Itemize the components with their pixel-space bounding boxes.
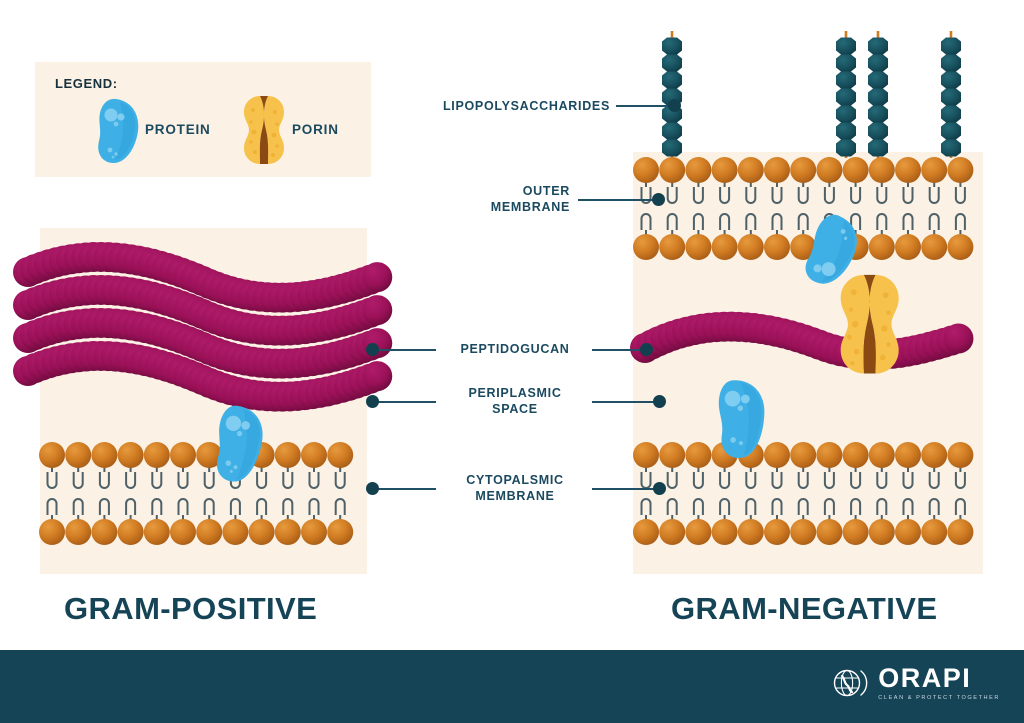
globe-icon — [834, 669, 868, 697]
callout-periplasmic-space: PERIPLASMIC SPACE — [468, 386, 562, 416]
legend-label-porin: PORIN — [292, 122, 339, 137]
lead-dot-cytopalsmic-left — [366, 482, 379, 495]
gram-positive-title: GRAM-POSITIVE — [64, 591, 318, 626]
lead-dot-periplasmic-left — [366, 395, 379, 408]
gram-negative-outer-membrane — [633, 157, 974, 260]
lead-line-periplasmic-left — [378, 401, 436, 403]
gram-negative-protein-outer — [805, 214, 857, 284]
lead-dot-periplasmic-right — [653, 395, 666, 408]
lead-line-peptidogucan-left — [378, 349, 436, 351]
cell-structures-svg — [13, 31, 974, 545]
lead-line-cytopalsmic-left — [378, 488, 436, 490]
lead-line-peptidogucan-right — [592, 349, 650, 351]
gram-negative-title: GRAM-NEGATIVE — [671, 591, 938, 626]
callout-outer-membrane: OUTER MEMBRANE — [490, 184, 570, 214]
gram-negative-porin — [840, 274, 899, 374]
lead-dot-cytopalsmic-right — [653, 482, 666, 495]
gram-positive-peptidoglycan — [13, 241, 393, 412]
lead-line-outer-membrane — [578, 199, 663, 201]
lead-dot-peptidogucan-right — [640, 343, 653, 356]
lead-line-periplasmic-right — [592, 401, 662, 403]
gram-positive-protein — [216, 405, 263, 482]
porin-icon — [244, 96, 284, 164]
gram-negative-cytoplasmic-membrane — [633, 442, 974, 545]
callout-cytopalsmic-membrane: CYTOPALSMIC MEMBRANE — [466, 473, 564, 503]
lead-dot-outer-membrane — [652, 193, 665, 206]
gram-negative-peptidoglycan — [630, 311, 974, 370]
brand-name: ORAPI — [878, 663, 972, 693]
orapi-logo: ORAPI CLEAN & PROTECT TOGETHER — [830, 664, 1000, 702]
legend-box: LEGEND: PROTEIN PORIN — [35, 62, 371, 177]
lead-line-lps — [616, 105, 674, 107]
gram-negative-protein-inner — [718, 380, 765, 458]
callout-peptidogucan: PEPTIDOGUCAN — [460, 342, 570, 356]
legend-title: LEGEND: — [55, 76, 118, 91]
lead-dot-lps — [668, 99, 681, 112]
legend-label-protein: PROTEIN — [145, 122, 211, 137]
lead-line-cytopalsmic-right — [592, 488, 662, 490]
footer-bar: ORAPI CLEAN & PROTECT TOGETHER — [0, 650, 1024, 723]
gram-positive-cytoplasmic-membrane — [39, 442, 354, 545]
lipopolysaccharide-chains — [662, 31, 961, 158]
brand-tagline: CLEAN & PROTECT TOGETHER — [878, 695, 1000, 701]
lead-dot-peptidogucan-left — [366, 343, 379, 356]
protein-blob-icon — [98, 98, 139, 163]
callout-lipopolysaccharides: LIPOPOLYSACCHARIDES — [442, 99, 610, 113]
